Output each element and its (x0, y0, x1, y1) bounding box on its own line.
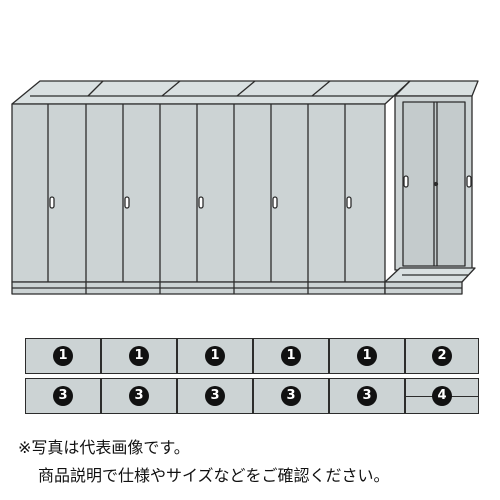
legend-cell-top-1: 1 (25, 338, 101, 374)
legend-cell-bottom-6: 4 (405, 378, 479, 414)
legend-cell-bottom-1: 3 (25, 378, 101, 414)
check-specs-note: 商品説明で仕様やサイズなどをご確認ください。 (38, 466, 390, 485)
legend-cell-top-4: 1 (253, 338, 329, 374)
representative-image-note: ※写真は代表画像です。 (18, 438, 190, 457)
unit-number-badge: 3 (129, 386, 149, 406)
legend-cell-top-3: 1 (177, 338, 253, 374)
unit-number-badge: 2 (432, 346, 452, 366)
unit-number-badge: 3 (281, 386, 301, 406)
cabinet-front (11, 103, 386, 283)
legend-cell-top-2: 1 (101, 338, 177, 374)
legend-cell-bottom-4: 3 (253, 378, 329, 414)
legend-cell-bottom-3: 3 (177, 378, 253, 414)
unit-number-badge: 1 (281, 346, 301, 366)
sliding-door-handle (403, 175, 409, 188)
sliding-door-handle (466, 175, 472, 188)
unit-number-badge: 3 (205, 386, 225, 406)
legend-cell-bottom-5: 3 (329, 378, 405, 414)
cabinet-illustration (11, 80, 479, 295)
cabinet-top-surface (11, 80, 411, 105)
door-handle (346, 196, 352, 209)
door-handle (198, 196, 204, 209)
unit-number-badge: 1 (129, 346, 149, 366)
legend-cell-top-6: 2 (405, 338, 479, 374)
door-handle (124, 196, 130, 209)
door-handle (272, 196, 278, 209)
unit-number-badge: 4 (432, 386, 452, 406)
unit-number-badge: 1 (205, 346, 225, 366)
sliding-cabinet-top (394, 80, 479, 97)
legend-cell-bottom-2: 3 (101, 378, 177, 414)
door-handle (49, 196, 55, 209)
unit-number-badge: 3 (53, 386, 73, 406)
unit-number-badge: 1 (357, 346, 377, 366)
unit-number-badge: 3 (357, 386, 377, 406)
unit-number-badge: 1 (53, 346, 73, 366)
layout-legend: 1 1 1 1 1 2 3 3 3 3 3 4 (25, 338, 479, 418)
legend-cell-top-5: 1 (329, 338, 405, 374)
